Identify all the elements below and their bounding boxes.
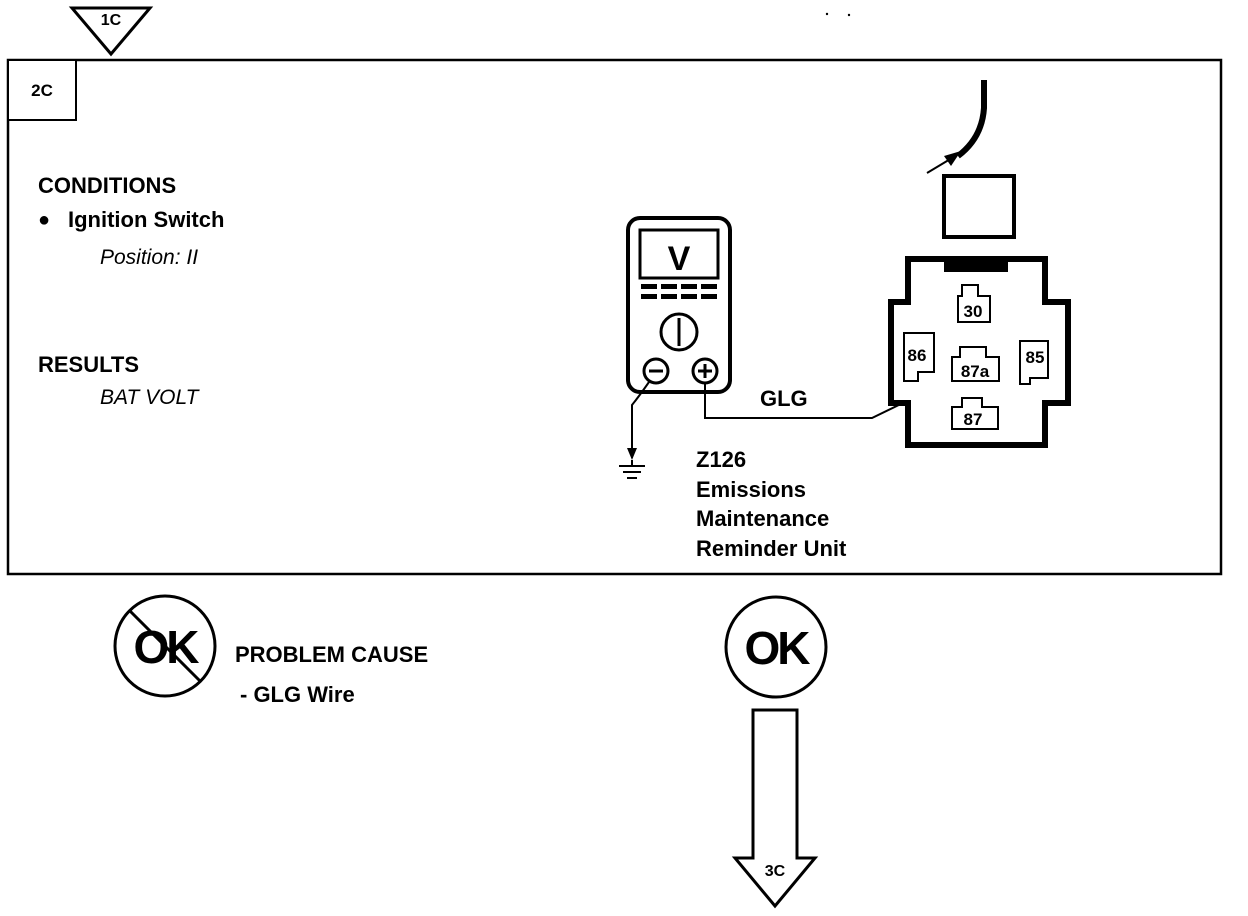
step-box: 2C xyxy=(7,59,77,121)
terminal-87: 87 xyxy=(951,397,999,430)
relay-icon xyxy=(942,174,1016,239)
problem-cause-label: PROBLEM CAUSE xyxy=(235,642,428,667)
harness-wire xyxy=(926,80,987,174)
bullet-icon: ● xyxy=(38,209,50,231)
svg-text:87: 87 xyxy=(964,410,983,429)
svg-text:30: 30 xyxy=(964,302,983,321)
terminal-30: 30 xyxy=(957,284,991,323)
scan-speck xyxy=(847,13,851,17)
not-ok-icon: OK xyxy=(113,594,217,698)
meter-display: V xyxy=(668,240,691,278)
relay-socket: 30 86 85 87a 87 xyxy=(888,256,1071,448)
next-step-label: 3C xyxy=(765,863,786,880)
condition-detail: Position: II xyxy=(100,246,198,269)
step-frame xyxy=(6,58,1223,576)
ok-icon: OK xyxy=(724,595,828,699)
component-code: Z126 xyxy=(696,447,746,472)
svg-text:OK: OK xyxy=(745,622,811,674)
ground-lead xyxy=(619,381,650,479)
entry-step-label: 1C xyxy=(101,12,122,29)
svg-text:85: 85 xyxy=(1026,348,1045,367)
terminal-86: 86 xyxy=(903,332,935,382)
scan-speck xyxy=(825,12,829,16)
entry-connector: 1C xyxy=(68,6,154,57)
problem-cause-item: - GLG Wire xyxy=(240,682,355,707)
results-value: BAT VOLT xyxy=(100,386,201,409)
component-name-line3: Reminder Unit xyxy=(696,536,847,561)
step-label: 2C xyxy=(31,81,53,100)
condition-item: Ignition Switch xyxy=(68,207,224,232)
svg-text:87a: 87a xyxy=(961,362,990,381)
next-step-arrow: 3C xyxy=(731,708,819,909)
component-name-line2: Maintenance xyxy=(696,506,829,531)
voltmeter-icon: V xyxy=(626,216,732,394)
svg-text:86: 86 xyxy=(908,346,927,365)
results-heading: RESULTS xyxy=(38,352,139,377)
component-name-line1: Emissions xyxy=(696,477,806,502)
terminal-85: 85 xyxy=(1019,340,1049,385)
terminal-87a: 87a xyxy=(951,346,1000,382)
wire-label: GLG xyxy=(760,386,808,411)
conditions-heading: CONDITIONS xyxy=(38,173,176,198)
